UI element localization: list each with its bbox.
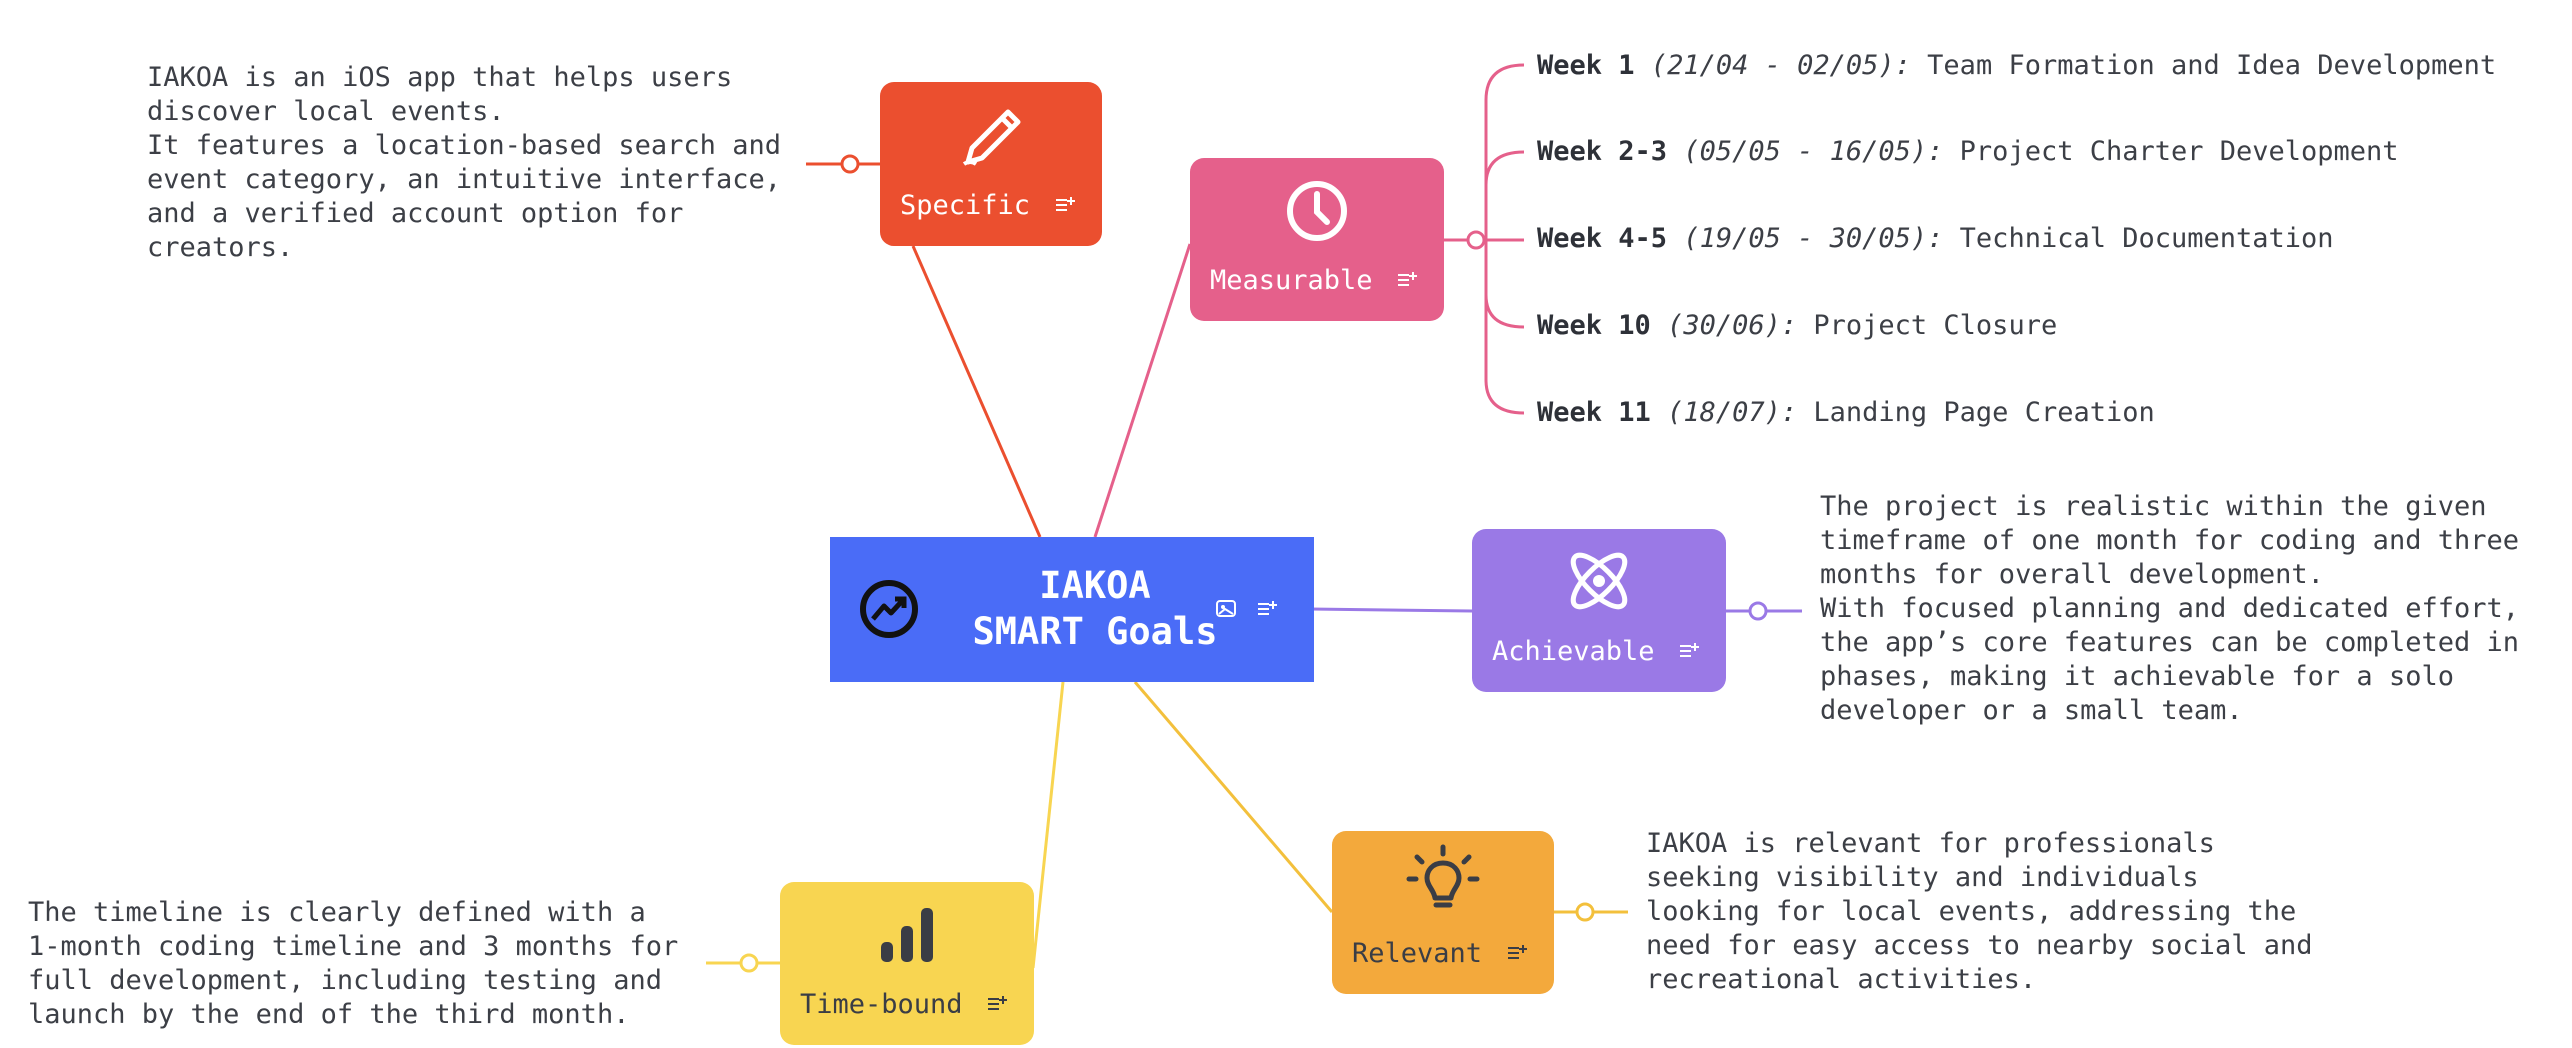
week-item: Week 10 (30/06): Project Closure bbox=[1537, 310, 2057, 341]
node-time-bound-label: Time-bound bbox=[800, 989, 963, 1020]
achievable-description: The project is realistic within the give… bbox=[1820, 491, 2519, 726]
connector-specific bbox=[911, 245, 1042, 538]
specific-description: IAKOA is an iOS app that helps users dis… bbox=[147, 62, 781, 263]
relevant-description: IAKOA is relevant for professionals seek… bbox=[1646, 828, 2313, 995]
week-desc: Landing Page Creation bbox=[1813, 397, 2155, 428]
week-desc: Project Charter Development bbox=[1959, 136, 2399, 167]
connector-dot bbox=[739, 953, 759, 973]
node-time-bound[interactable]: Time-bound bbox=[780, 882, 1034, 1045]
connector-dot bbox=[1748, 601, 1768, 621]
lightbulb-icon bbox=[1406, 844, 1480, 908]
week-item: Week 2-3 (05/05 - 16/05): Project Charte… bbox=[1537, 136, 2399, 167]
node-relevant-label: Relevant bbox=[1352, 938, 1483, 969]
node-specific[interactable]: Specific bbox=[880, 82, 1102, 246]
week-dates: (21/04 - 02/05): bbox=[1650, 50, 1911, 81]
notes-icon[interactable] bbox=[1506, 943, 1528, 963]
week-dates: (30/06): bbox=[1667, 310, 1798, 341]
trend-icon bbox=[860, 580, 918, 638]
clock-icon bbox=[1287, 181, 1347, 241]
connector-time-bound bbox=[1031, 681, 1065, 969]
central-topic[interactable]: IAKOA SMART Goals bbox=[830, 537, 1314, 682]
week-label: Week 11 bbox=[1537, 397, 1651, 428]
node-relevant[interactable]: Relevant bbox=[1332, 831, 1554, 994]
week-desc: Project Closure bbox=[1813, 310, 2058, 341]
notes-icon[interactable] bbox=[1054, 195, 1076, 215]
connector-achievable bbox=[1309, 607, 1473, 613]
bar-chart-icon bbox=[881, 908, 933, 962]
node-measurable[interactable]: Measurable bbox=[1190, 158, 1444, 321]
week-label: Week 1 bbox=[1537, 50, 1635, 81]
week-desc: Technical Documentation bbox=[1959, 223, 2334, 254]
central-title-line2: SMART Goals bbox=[972, 610, 1218, 653]
notes-icon[interactable] bbox=[1678, 641, 1700, 661]
week-item: Week 1 (21/04 - 02/05): Team Formation a… bbox=[1537, 50, 2496, 81]
week-label: Week 2-3 bbox=[1537, 136, 1668, 167]
week-item: Week 11 (18/07): Landing Page Creation bbox=[1537, 397, 2155, 428]
node-achievable[interactable]: Achievable bbox=[1472, 529, 1726, 692]
week-item: Week 4-5 (19/05 - 30/05): Technical Docu… bbox=[1537, 223, 2334, 254]
central-title: IAKOA SMART Goals bbox=[930, 563, 1260, 655]
connector-relevant bbox=[1133, 681, 1334, 913]
notes-icon[interactable] bbox=[1256, 599, 1278, 619]
time-bound-description: The timeline is clearly defined with a 1… bbox=[28, 897, 679, 1030]
connector-measurable bbox=[1093, 243, 1192, 538]
node-measurable-label: Measurable bbox=[1210, 265, 1373, 296]
week-label: Week 10 bbox=[1537, 310, 1651, 341]
week-dates: (18/07): bbox=[1667, 397, 1798, 428]
image-icon bbox=[1216, 600, 1236, 617]
notes-icon[interactable] bbox=[986, 994, 1008, 1014]
week-dates: (19/05 - 30/05): bbox=[1683, 223, 1944, 254]
node-achievable-label: Achievable bbox=[1492, 636, 1655, 667]
connector-dot bbox=[1575, 902, 1595, 922]
connector-dot bbox=[840, 154, 860, 174]
notes-icon[interactable] bbox=[1396, 270, 1418, 290]
node-specific-label: Specific bbox=[900, 190, 1031, 221]
central-title-line1: IAKOA bbox=[1039, 564, 1151, 607]
week-desc: Team Formation and Idea Development bbox=[1927, 50, 2497, 81]
atom-icon bbox=[1570, 552, 1628, 610]
week-label: Week 4-5 bbox=[1537, 223, 1668, 254]
connector-dot bbox=[1466, 230, 1486, 250]
pencil-icon bbox=[962, 109, 1021, 166]
week-dates: (05/05 - 16/05): bbox=[1683, 136, 1944, 167]
